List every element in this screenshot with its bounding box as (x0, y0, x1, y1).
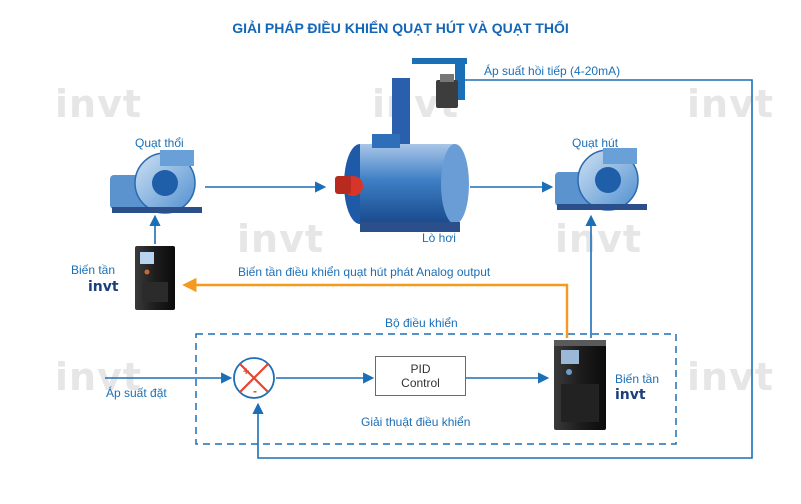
sum-minus-sign: - (253, 384, 257, 398)
analog-signal-line (182, 277, 569, 338)
boiler-illustration (335, 58, 469, 232)
summing-junction (233, 357, 275, 399)
pid-control-box: PID Control (375, 356, 466, 396)
brand-logo-right: invt (615, 387, 646, 403)
watermark-logo: invt (555, 217, 643, 261)
vfd-right-illustration (554, 340, 606, 430)
controller-box (195, 333, 677, 445)
vfd-right-label: Biến tần (615, 372, 660, 386)
blower-fan-illustration (110, 150, 202, 214)
page-title: GIẢI PHÁP ĐIỀU KHIỂN QUẠT HÚT VÀ QUẠT TH… (232, 20, 569, 36)
sum-plus-sign: + (243, 366, 250, 378)
pid-control-label: Control (401, 376, 440, 390)
brand-logo-left: invt (88, 279, 119, 295)
exhaust-fan-label: Quạt hút (572, 136, 619, 150)
feedback-pressure-label: Áp suất hồi tiếp (4-20mA) (484, 64, 621, 78)
vfd-left-label: Biến tần (71, 263, 116, 277)
watermark-logo: invt (237, 217, 325, 261)
blower-fan-label: Quạt thổi (135, 136, 184, 150)
feedback-line (252, 79, 753, 459)
watermark-logo: invt (687, 355, 775, 399)
analog-output-label: Biến tần điều khiển quạt hút phát Analog… (238, 265, 491, 279)
watermark-logo: invt (55, 355, 143, 399)
setpoint-label: Áp suất đặt (106, 386, 167, 400)
boiler-label: Lò hơi (422, 231, 456, 245)
vfd-left-illustration (135, 246, 175, 310)
watermark-logo: invt (687, 82, 775, 126)
watermark-logo: invt (55, 82, 143, 126)
pid-label: PID (410, 362, 431, 376)
algorithm-label: Giải thuật điều khiển (361, 415, 471, 429)
controller-label: Bộ điều khiển (385, 316, 458, 330)
exhaust-fan-illustration (555, 148, 647, 211)
